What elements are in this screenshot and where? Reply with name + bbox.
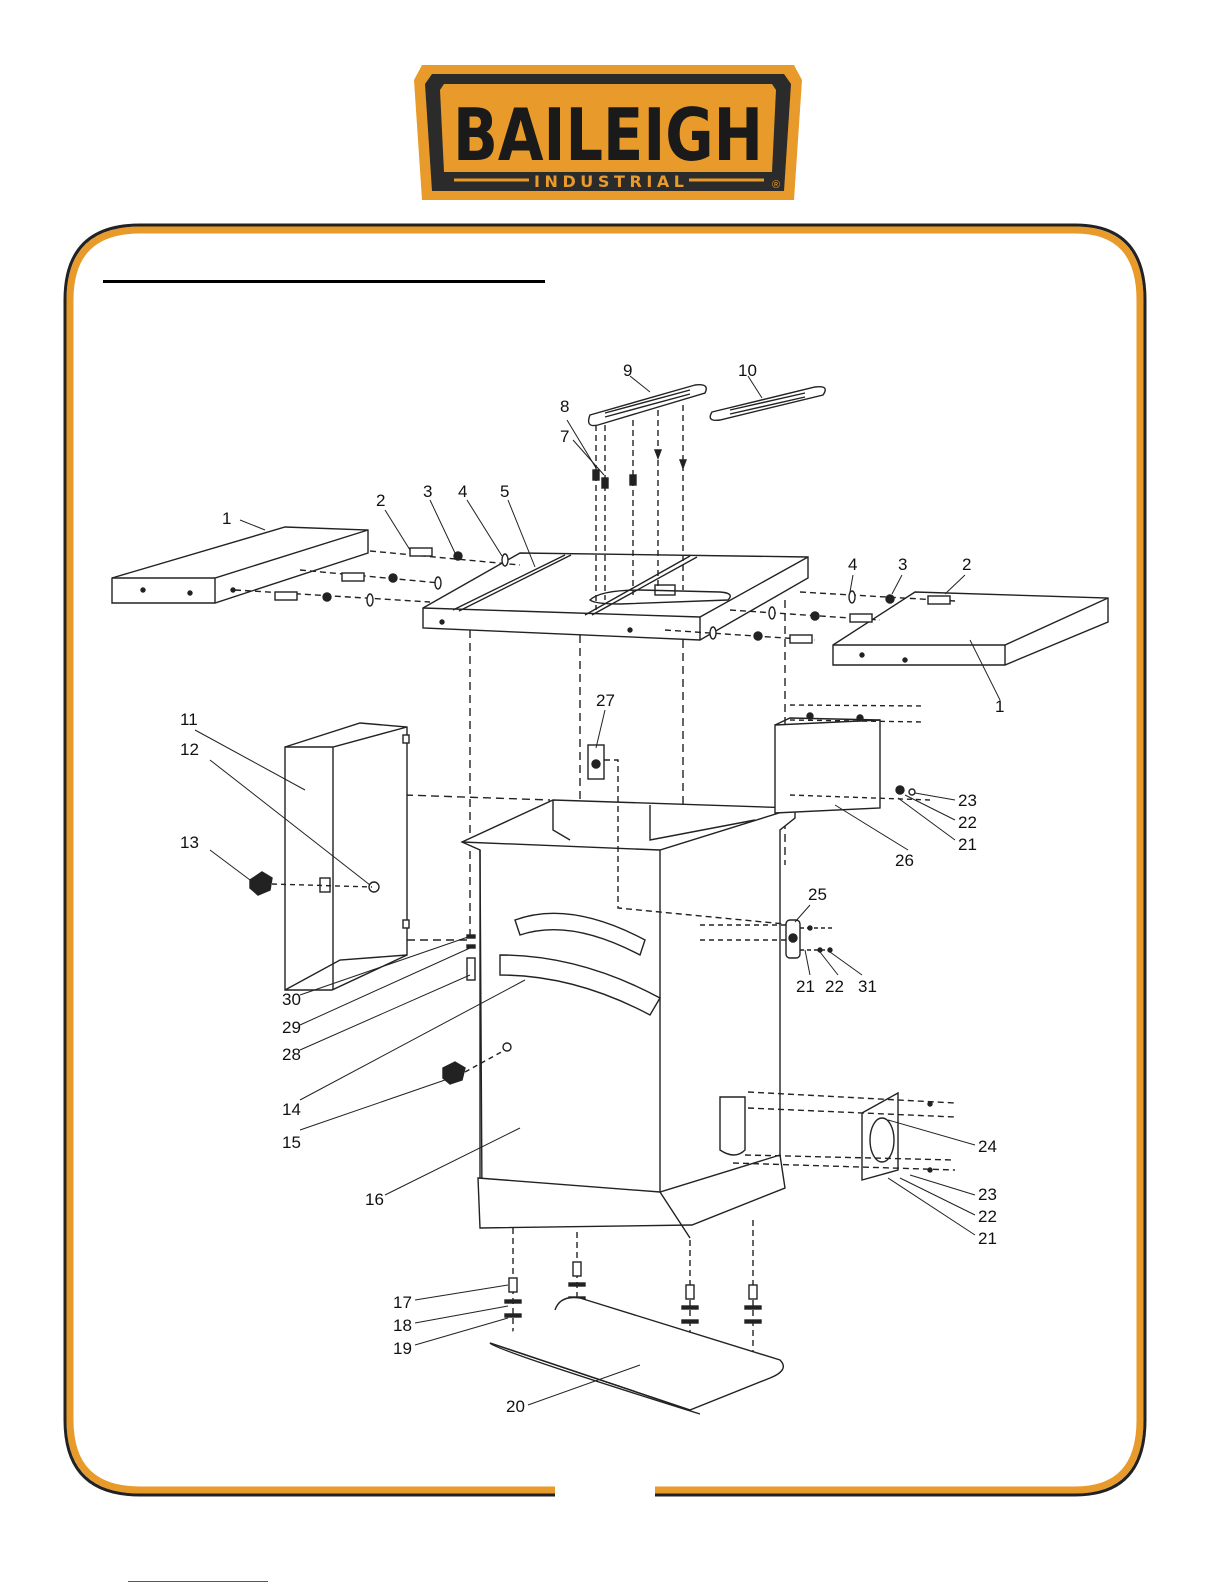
callout-23-lower: 23 [978,1185,997,1204]
callout-5: 5 [500,482,509,501]
callout-19: 19 [393,1339,412,1358]
callout-2-right: 2 [962,555,971,574]
callout-31: 31 [858,977,877,996]
callout-3-left: 3 [423,482,432,501]
right-extension-wing [833,592,1108,665]
callout-21-mid: 21 [796,977,815,996]
callout-4-left: 4 [458,482,467,501]
base-panel-20 [490,1298,783,1415]
callout-30: 30 [282,990,301,1009]
callout-16: 16 [365,1190,384,1209]
callout-26: 26 [895,851,914,870]
motor-cover [285,723,409,990]
callout-18: 18 [393,1316,412,1335]
footer-link-underline [128,1581,268,1582]
callout-22-lower: 22 [978,1207,997,1226]
callout-12: 12 [180,740,199,759]
callout-24: 24 [978,1137,997,1156]
callout-27: 27 [596,691,615,710]
callout-8: 8 [560,397,569,416]
throat-plate-9 [589,385,707,426]
callout-10: 10 [738,361,757,380]
callout-4-right: 4 [848,555,857,574]
callout-14: 14 [282,1100,301,1119]
callout-1-right: 1 [995,697,1004,716]
callout-29: 29 [282,1018,301,1037]
callout-11: 11 [180,710,198,729]
rear-plate-26 [775,705,930,813]
callout-21-lower: 21 [978,1229,997,1248]
cabinet-body [462,800,795,1238]
callout-2-left: 2 [376,491,385,510]
cover-bolt-28-30 [467,935,475,980]
callout-7: 7 [560,427,569,446]
cover-screw-12 [369,882,379,892]
callout-20: 20 [506,1397,525,1416]
table-top [423,553,808,640]
callout-23-upper: 23 [958,791,977,810]
callout-9: 9 [623,361,632,380]
left-extension-wing [112,527,368,603]
callout-22-upper: 22 [958,813,977,832]
callout-17: 17 [393,1293,412,1312]
callout-22-mid: 22 [825,977,844,996]
callout-25: 25 [808,885,827,904]
callout-21-upper: 21 [958,835,977,854]
callout-13: 13 [180,833,199,852]
callout-28: 28 [282,1045,301,1064]
throat-plate-10 [710,387,825,421]
callout-3-right: 3 [898,555,907,574]
callout-15: 15 [282,1133,301,1152]
callout-1-left: 1 [222,509,231,528]
